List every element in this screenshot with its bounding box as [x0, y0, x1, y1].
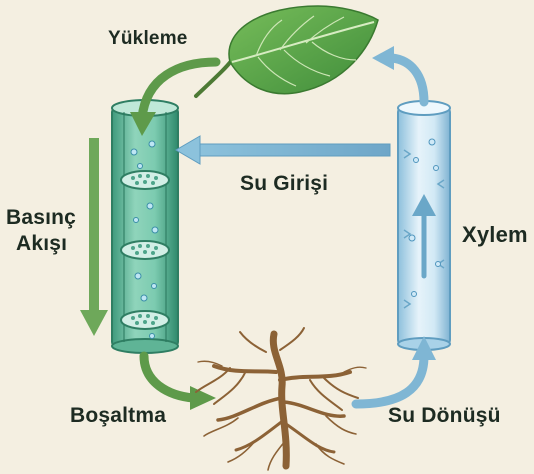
unloading-arrow	[144, 356, 216, 410]
pressure-flow-arrow	[80, 138, 108, 336]
label-pressure-line2: Akışı	[6, 231, 76, 257]
label-pressure-flow: Basınç Akışı	[6, 205, 76, 257]
label-unloading: Boşaltma	[70, 404, 166, 428]
label-xylem: Xylem	[462, 222, 528, 248]
roots-icon	[196, 328, 366, 470]
label-water-in: Su Girişi	[240, 172, 328, 196]
xylem-to-leaf-arrow	[372, 46, 424, 102]
xylem-tube	[398, 101, 450, 350]
label-loading: Yükleme	[108, 28, 188, 50]
water-return-arrow	[356, 336, 436, 404]
water-in-arrow	[176, 136, 390, 164]
label-pressure-line1: Basınç	[6, 205, 76, 231]
leaf-icon	[196, 6, 378, 96]
label-water-return: Su Dönüşü	[388, 404, 501, 428]
